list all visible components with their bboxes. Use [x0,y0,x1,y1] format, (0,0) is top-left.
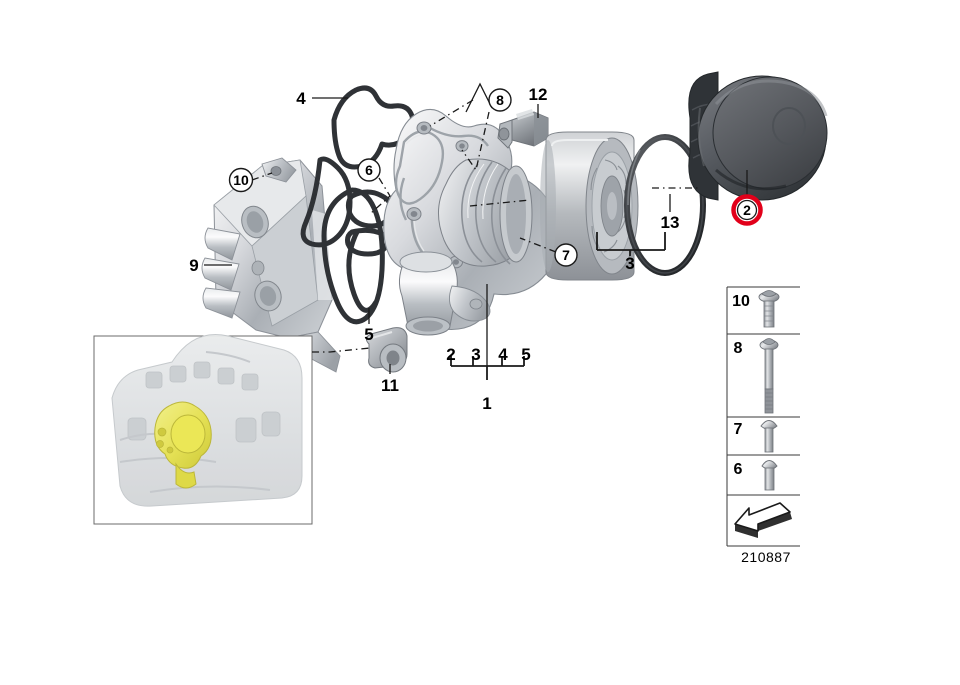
inset-highlighted-part [154,401,212,489]
callout-6-label: 6 [365,162,373,178]
part-oil-filter-element [540,131,639,281]
legend-panel [726,286,800,547]
callout-2-selected[interactable]: 2 [731,194,763,226]
callout-7[interactable]: 7 [554,243,578,267]
callout-11[interactable]: 11 [381,376,399,395]
bracket-member-5: 5 [521,345,530,364]
callout-1[interactable]: 1 [482,394,491,413]
legend-row-label-6: 6 [734,461,743,478]
callout-8[interactable]: 8 [488,88,512,112]
callout-5[interactable]: 5 [364,325,373,344]
callout-10-label: 10 [233,172,249,188]
drawing-number: 210887 [741,549,791,565]
part-filter-cover-cap [688,71,828,201]
callout-12[interactable]: 12 [529,85,548,104]
bracket-member-2: 2 [446,345,455,364]
legend-row-label-10: 10 [732,293,750,310]
filter-bracket-3 [596,232,666,256]
callout-6[interactable]: 6 [357,158,381,182]
callout-13[interactable]: 13 [661,213,680,232]
legend-bolt-7 [760,420,778,453]
legend-row-label-8: 8 [734,340,743,357]
callout-3[interactable]: 3 [625,254,634,273]
callout-9[interactable]: 9 [189,256,198,275]
direction-arrow-icon [734,502,792,538]
part-oil-pressure-switch [497,109,549,149]
part-rubber-grommet [365,327,408,373]
assembly-bracket-1 [450,356,525,380]
bracket-member-4: 4 [498,345,508,364]
part-oil-filter-housing [383,108,560,336]
callout-10[interactable]: 10 [228,167,254,193]
callout-4[interactable]: 4 [296,89,306,108]
legend-bolt-8 [759,338,779,414]
part-o-ring [624,134,706,276]
callout-7-label: 7 [562,247,570,263]
legend-bolt-6 [761,460,778,491]
legend-row-label-7: 7 [734,421,743,438]
legend-bolt-10 [758,290,780,328]
callout-2-label: 2 [743,202,751,218]
callout-8-label: 8 [496,92,504,108]
engine-inset-illustration [93,334,313,525]
bracket-member-3: 3 [471,345,480,364]
leader-lines [204,82,748,374]
